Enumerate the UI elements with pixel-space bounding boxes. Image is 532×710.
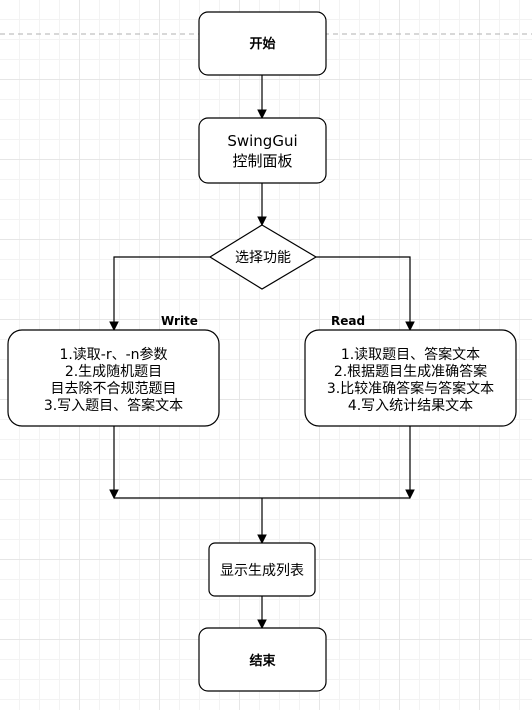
node-read: 1.读取题目、答案文本 2.根据题目生成准确答案 3.比较准确答案与答案文本 4… — [304, 329, 517, 427]
arrowhead — [257, 619, 267, 630]
node-write-line: 3.写入题目、答案文本 — [44, 397, 183, 414]
node-display: 显示生成列表 — [208, 542, 316, 597]
node-start-label: 开始 — [249, 36, 275, 52]
edges — [109, 75, 415, 630]
arrowhead — [405, 489, 415, 500]
arrowhead — [257, 109, 267, 120]
node-display-label: 显示生成列表 — [220, 563, 304, 579]
node-read-line: 4.写入统计结果文本 — [348, 398, 473, 414]
node-end-box — [198, 627, 327, 692]
label-read: Read — [331, 314, 365, 328]
node-write-line: 2.生成随机题目 — [65, 364, 162, 380]
label-write: Write — [161, 314, 198, 328]
node-display-box — [208, 542, 316, 597]
edge-decision-to-read — [316, 256, 411, 322]
node-swinggui-line1: SwingGui — [227, 132, 297, 150]
node-write: 1.读取-r、-n参数 2.生成随机题目 目去除不合规范题目 3.写入题目、答案… — [7, 329, 220, 427]
node-read-box — [304, 329, 517, 427]
node-decision-diamond — [208, 224, 318, 290]
node-swinggui: SwingGui 控制面板 — [198, 117, 327, 184]
node-read-line: 2.根据题目生成准确答案 — [334, 363, 487, 380]
node-decision-label: 选择功能 — [235, 250, 291, 266]
node-read-line: 3.比较准确答案与答案文本 — [327, 380, 494, 397]
arrowhead — [257, 534, 267, 545]
node-decision: 选择功能 — [208, 224, 318, 290]
node-swinggui-box — [198, 117, 327, 184]
node-write-line: 目去除不合规范题目 — [51, 380, 177, 397]
node-start-box — [198, 11, 327, 76]
node-read-line: 1.读取题目、答案文本 — [341, 346, 480, 363]
arrowhead — [257, 216, 267, 227]
node-start: 开始 — [198, 11, 327, 76]
node-swinggui-line2: 控制面板 — [232, 152, 292, 170]
arrowhead — [405, 321, 415, 332]
node-end: 结束 — [198, 627, 327, 692]
arrowhead — [109, 489, 119, 500]
node-end-label: 结束 — [249, 653, 276, 669]
edge-decision-to-write — [113, 256, 210, 322]
node-write-line: 1.读取-r、-n参数 — [59, 346, 167, 363]
node-write-box — [7, 329, 220, 427]
arrowhead — [109, 321, 119, 332]
